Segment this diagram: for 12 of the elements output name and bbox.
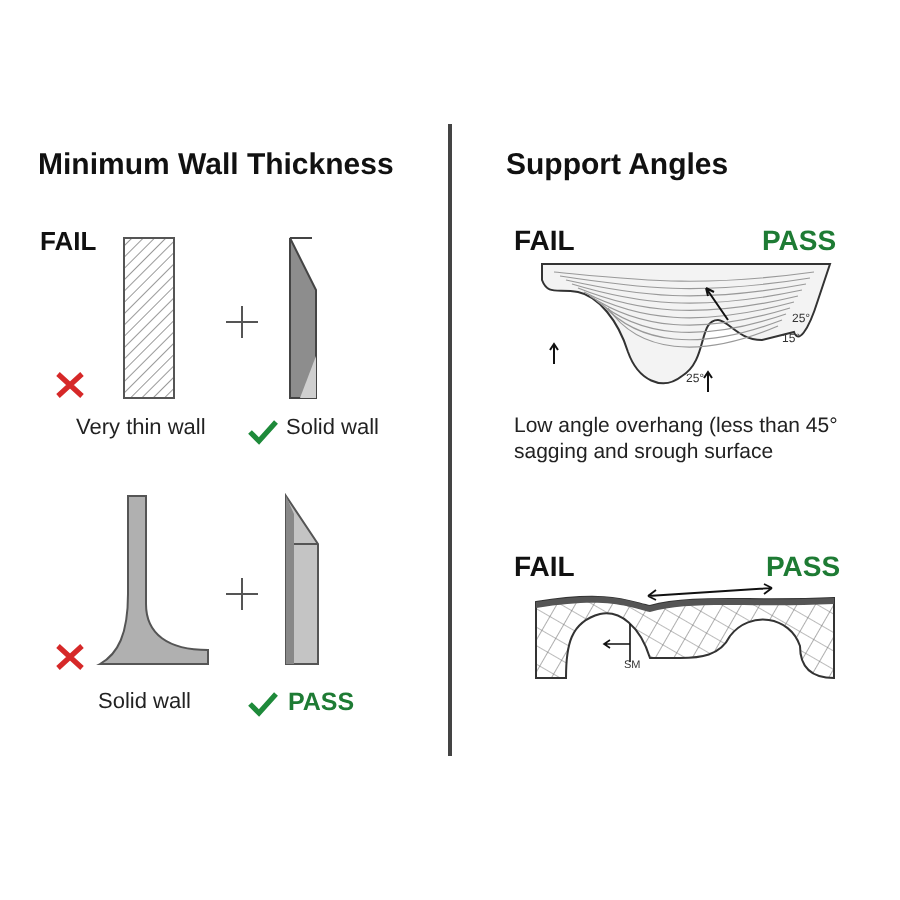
fail-label: FAIL bbox=[514, 550, 575, 585]
fail-label: FAIL bbox=[40, 226, 97, 259]
caption: Very thin wall bbox=[76, 416, 206, 444]
fail-label: FAIL bbox=[514, 224, 575, 259]
section-heading: Minimum Wall Thickness bbox=[38, 148, 394, 186]
pass-label: PASS bbox=[766, 550, 841, 585]
description-text: Low angle overhang (less than 45° sagging and srough surface bbox=[514, 414, 840, 467]
caption: Solid wall bbox=[98, 690, 191, 718]
pass-label: PASS bbox=[288, 688, 355, 720]
section-heading: Support Angles bbox=[506, 148, 729, 186]
caption: Solid wall bbox=[286, 416, 379, 444]
pass-label: PASS bbox=[762, 224, 837, 259]
